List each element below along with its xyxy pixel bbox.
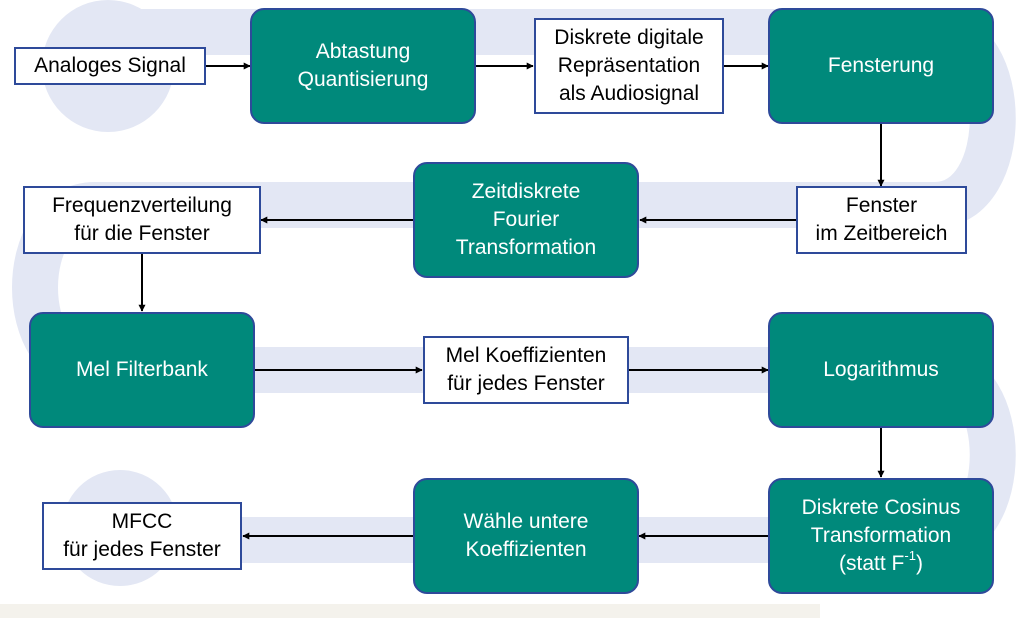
node-label: Repräsentation bbox=[557, 54, 701, 77]
node-label: Analoges Signal bbox=[34, 54, 186, 77]
node-label: Wähle untere bbox=[463, 510, 589, 533]
node-logarithmus: Logarithmus bbox=[768, 312, 994, 428]
node-label: Transformation bbox=[810, 524, 952, 547]
node-label: Diskrete Cosinus bbox=[801, 496, 961, 519]
node-diskrete-digitale-repraesentation: Diskrete digitale Repräsentation als Aud… bbox=[534, 18, 724, 114]
node-mel-koeffizienten: Mel Koeffizienten für jedes Fenster bbox=[423, 336, 629, 404]
node-diskrete-cosinus-transformation: Diskrete Cosinus Transformation (statt F… bbox=[768, 478, 994, 594]
node-label: Koeffizienten bbox=[465, 538, 587, 561]
node-mel-filterbank: Mel Filterbank bbox=[29, 312, 255, 428]
node-label: Fensterung bbox=[827, 54, 935, 77]
note-superscript: -1 bbox=[904, 548, 916, 563]
node-label: Zeitdiskrete bbox=[471, 180, 581, 203]
node-label: Frequenzverteilung bbox=[52, 194, 232, 217]
node-label: für jedes Fenster bbox=[447, 372, 605, 395]
node-label: im Zeitbereich bbox=[815, 222, 948, 245]
node-label: für jedes Fenster bbox=[63, 538, 221, 561]
node-label: Fourier bbox=[492, 208, 560, 231]
node-label: MFCC bbox=[111, 510, 173, 533]
node-label: Logarithmus bbox=[823, 358, 939, 381]
node-label: Quantisierung bbox=[297, 68, 429, 91]
node-label: für die Fenster bbox=[74, 222, 210, 245]
note-prefix: (statt F bbox=[839, 552, 905, 575]
node-analoges-signal: Analoges Signal bbox=[14, 47, 206, 85]
node-label: Abtastung bbox=[315, 40, 411, 63]
node-note: (statt F-1) bbox=[839, 548, 923, 578]
node-fenster-im-zeitbereich: Fenster im Zeitbereich bbox=[796, 186, 967, 254]
node-label: Mel Filterbank bbox=[76, 358, 208, 381]
node-label: Fenster bbox=[845, 194, 918, 217]
node-frequenzverteilung: Frequenzverteilung für die Fenster bbox=[23, 186, 261, 254]
node-label: Mel Koeffizienten bbox=[445, 344, 607, 367]
note-suffix: ) bbox=[915, 552, 923, 575]
node-label: Transformation bbox=[455, 236, 597, 259]
node-zeitdiskrete-fourier-transformation: Zeitdiskrete Fourier Transformation bbox=[413, 162, 639, 278]
node-abtastung-quantisierung: Abtastung Quantisierung bbox=[250, 8, 476, 124]
node-label: Diskrete digitale bbox=[554, 26, 704, 49]
node-label: als Audiosignal bbox=[558, 82, 700, 105]
node-fensterung: Fensterung bbox=[768, 8, 994, 124]
bottom-strip bbox=[0, 604, 820, 618]
node-waehle-untere-koeffizienten: Wähle untere Koeffizienten bbox=[413, 478, 639, 594]
node-mfcc: MFCC für jedes Fenster bbox=[42, 502, 242, 570]
